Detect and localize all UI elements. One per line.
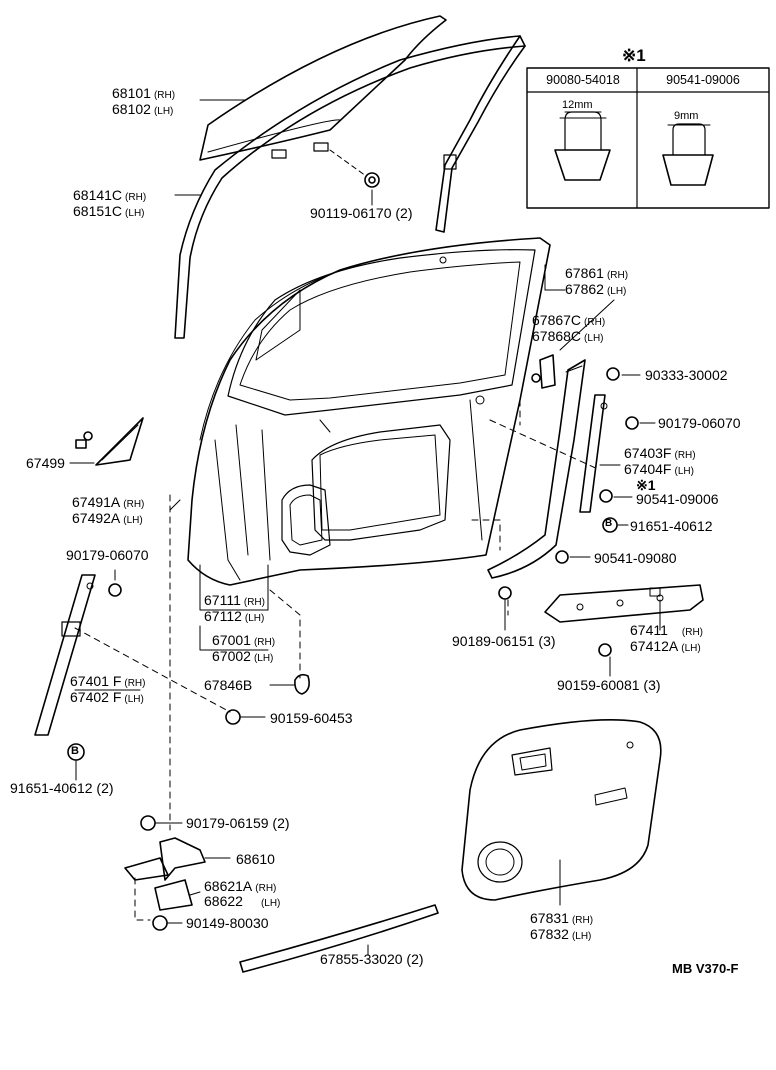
label-67403F: 67403F(RH) (624, 445, 696, 461)
label-90333: 90333-30002 (645, 367, 728, 383)
label-67846B: 67846B (204, 677, 253, 693)
nut-90179c-icon (140, 815, 156, 831)
label-67491A: 67491A(RH) (72, 494, 145, 510)
window-regulator (544, 584, 704, 623)
rear-sash (579, 394, 608, 513)
label-68610: 68610 (236, 851, 275, 867)
fastener-mark-b: B (71, 745, 79, 757)
label-67855: 67855-33020 (2) (320, 951, 424, 967)
label-67111: 67111(RH) (204, 592, 265, 608)
bracket-67867C (531, 354, 556, 389)
label-68102: 68102(LH) (112, 101, 174, 117)
label-67112: 67112(LH) (204, 608, 265, 624)
label-91651-a: 91651-40612 (630, 518, 713, 534)
fastener-mark-a: B (605, 518, 613, 529)
label-67861: 67861(RH) (565, 265, 629, 281)
glass-run-channel (174, 35, 526, 339)
label-90119: 90119-06170 (2) (310, 205, 413, 221)
bolt-90159b-icon (225, 709, 241, 725)
inset-size-1: 12mm (562, 99, 593, 111)
label-90179-a: 90179-06070 (658, 415, 741, 431)
label-67401F: 67401 F(RH) (70, 673, 146, 689)
label-68621A: 68621A(RH) (204, 878, 277, 894)
inset-mark: ※1 (622, 46, 646, 65)
label-90159-b: 90159-60453 (270, 710, 353, 726)
belt-moulding (239, 904, 439, 973)
label-67862: 67862(LH) (565, 281, 627, 297)
nut-90179b-icon (108, 583, 122, 597)
label-90541-a: 90541-09006 (636, 491, 719, 507)
label-90541-b: 90541-09080 (594, 550, 677, 566)
label-67404F: 67404F(LH) (624, 461, 694, 477)
grommet-90541b-icon (555, 550, 569, 564)
label-68622: 68622(LH) (204, 893, 281, 909)
front-sash (34, 574, 96, 736)
label-67412A: 67412A(LH) (630, 638, 701, 654)
check-bracket (154, 879, 193, 911)
door-glass (199, 15, 447, 161)
nut-90179-icon (625, 416, 639, 430)
label-note-mark: ※1 (636, 477, 656, 493)
label-67499: 67499 (26, 455, 65, 471)
inset-part-1: 90080-54018 (546, 73, 620, 87)
label-67832: 67832(LH) (530, 926, 592, 942)
bolt-91651-icon (602, 517, 618, 533)
label-90179-b: 90179-06070 (66, 547, 149, 563)
grommet-90541-icon (599, 489, 613, 503)
inset-size-2: 9mm (674, 110, 699, 122)
label-90159-a: 90159-60081 (3) (557, 677, 661, 693)
clip-90333-icon (606, 367, 620, 381)
hole-plug-icon (294, 673, 310, 695)
door-check (124, 837, 206, 881)
label-68101: 68101(RH) (112, 85, 176, 101)
label-67868C: 67868C(LH) (532, 328, 604, 344)
label-67867C: 67867C(RH) (532, 312, 606, 328)
bolt-90159a-icon (598, 643, 612, 657)
bolt-90189-icon (498, 586, 512, 600)
door-shell (187, 237, 551, 586)
label-90179-c: 90179-06159 (2) (186, 815, 290, 831)
label-67411: 67411(RH) (630, 622, 704, 638)
clip-67499-icon (75, 431, 93, 449)
label-67402F: 67402 F(LH) (70, 689, 144, 705)
corner-piece (95, 417, 144, 466)
run-channel-rear (487, 359, 586, 579)
leader-lines (74, 399, 601, 921)
label-90189: 90189-06151 (3) (452, 633, 556, 649)
label-67831: 67831(RH) (530, 910, 594, 926)
label-67492A: 67492A(LH) (72, 510, 143, 526)
label-leaders (69, 99, 661, 956)
label-90149: 90149-80030 (186, 915, 269, 931)
label-91651-b: 91651-40612 (2) (10, 780, 114, 796)
inset-part-2: 90541-09006 (666, 73, 740, 87)
bolt-90119-icon (329, 149, 380, 188)
label-67002: 67002(LH) (212, 648, 274, 664)
label-67001: 67001(RH) (212, 632, 276, 648)
label-68141C: 68141C(RH) (73, 187, 147, 203)
drawing-code: MB V370-F (672, 961, 739, 976)
door-trim-board (461, 718, 662, 901)
clip-inset-table (526, 67, 770, 209)
label-68151C: 68151C(LH) (73, 203, 145, 219)
bolt-90149-icon (152, 915, 168, 931)
